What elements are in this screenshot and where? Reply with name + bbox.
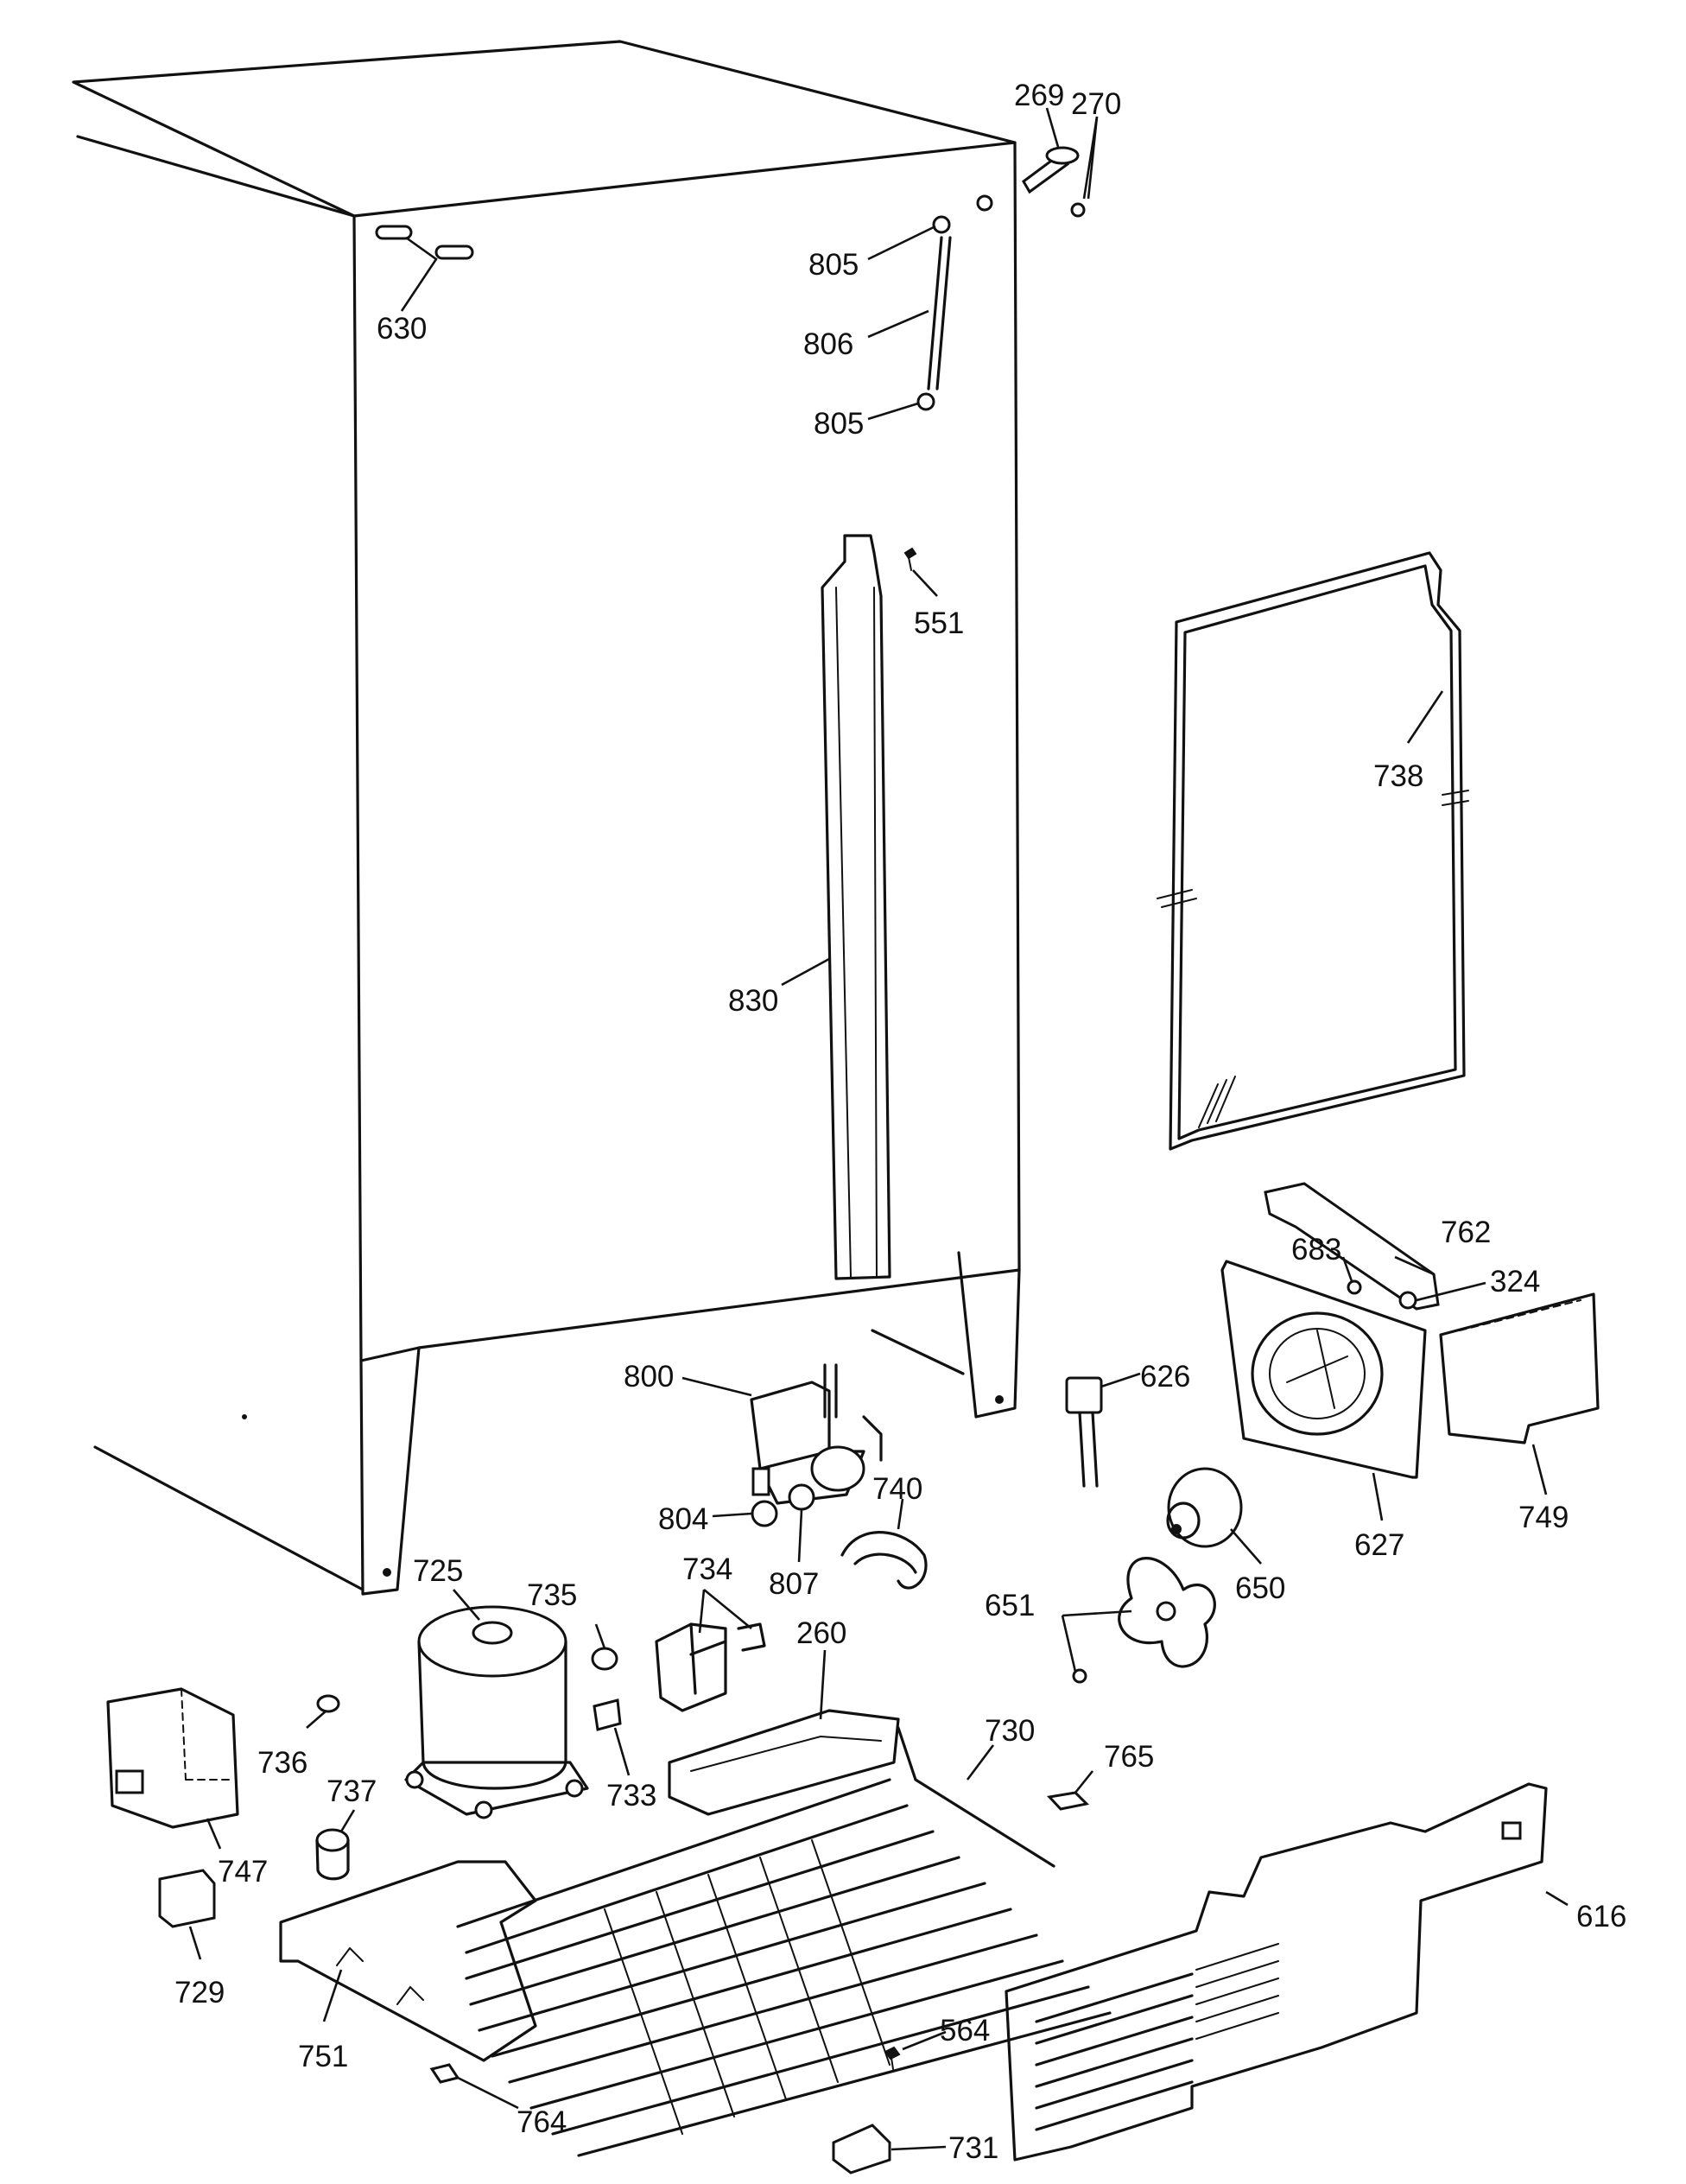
part-626-connector <box>1065 1376 1103 1488</box>
callout-labels: 269 270 630 805 806 805 551 738 830 762 … <box>174 79 1626 2165</box>
callout-805-bottom: 805 <box>814 407 864 441</box>
part-765-bracket <box>1047 1791 1090 1811</box>
callout-270: 270 <box>1071 87 1121 121</box>
callout-650: 650 <box>1235 1571 1285 1605</box>
callout-738: 738 <box>1373 759 1423 793</box>
part-734-733-relay <box>593 1622 766 1731</box>
part-749-cover-plate <box>1439 1292 1600 1444</box>
callout-765: 765 <box>1104 1740 1154 1774</box>
part-740-clip <box>840 1531 928 1590</box>
callout-747: 747 <box>218 1855 268 1889</box>
callout-830: 830 <box>728 984 778 1018</box>
part-830-channel <box>821 534 917 1280</box>
callout-269: 269 <box>1014 79 1064 112</box>
callout-627: 627 <box>1354 1528 1404 1562</box>
part-762-strip <box>1264 1182 1440 1311</box>
part-683-324-screws <box>1347 1279 1417 1310</box>
callout-260: 260 <box>796 1616 846 1650</box>
callout-751: 751 <box>298 2040 348 2073</box>
part-269-270 <box>1022 146 1086 218</box>
callout-762: 762 <box>1441 1216 1491 1249</box>
callout-734: 734 <box>682 1552 732 1586</box>
callout-626: 626 <box>1140 1360 1190 1394</box>
callout-616: 616 <box>1576 1900 1626 1933</box>
part-651-fan-blade <box>1072 1557 1216 1684</box>
part-730-condenser <box>456 1726 1112 2157</box>
part-764-564-731 <box>429 2046 901 2174</box>
part-725-compressor <box>404 1605 589 1819</box>
callout-551: 551 <box>914 606 964 640</box>
callout-729: 729 <box>174 1976 225 2009</box>
callout-725: 725 <box>413 1554 463 1588</box>
callout-731: 731 <box>948 2131 998 2165</box>
callout-807: 807 <box>769 1567 819 1601</box>
callout-564: 564 <box>940 2014 990 2048</box>
callout-804: 804 <box>658 1502 708 1536</box>
callout-805-top: 805 <box>808 248 859 282</box>
callout-730: 730 <box>985 1714 1035 1748</box>
part-650-fan-motor <box>1166 1467 1243 1548</box>
callout-806: 806 <box>803 327 853 361</box>
callout-764: 764 <box>517 2105 567 2139</box>
part-800-water-valve <box>750 1363 883 1505</box>
part-729-box <box>158 1869 216 1928</box>
part-627-fan-shroud <box>1220 1260 1427 1479</box>
callout-736: 736 <box>257 1746 307 1780</box>
callout-324: 324 <box>1490 1265 1540 1298</box>
callout-800: 800 <box>624 1360 674 1394</box>
part-805-806-tube <box>916 215 952 411</box>
callout-740: 740 <box>872 1472 922 1506</box>
part-751-base-pan <box>279 1860 537 2062</box>
part-804-807-fittings <box>751 1483 815 1527</box>
part-735-736-737-small <box>315 1647 618 1881</box>
part-260-drain-pan <box>668 1709 900 1816</box>
callout-737: 737 <box>326 1774 377 1808</box>
callout-749: 749 <box>1518 1501 1569 1534</box>
callout-735: 735 <box>527 1578 577 1612</box>
callout-683: 683 <box>1291 1233 1341 1267</box>
part-747-bracket <box>106 1687 239 1829</box>
part-738-heater-loop <box>1157 551 1469 1151</box>
cabinet <box>72 40 1021 1596</box>
callout-630: 630 <box>377 312 427 346</box>
callout-651: 651 <box>985 1589 1035 1622</box>
callout-733: 733 <box>606 1779 656 1813</box>
leader-lines <box>188 107 1569 2151</box>
part-616-rear-grille <box>1005 1782 1548 2162</box>
part-630-plugs <box>375 225 474 260</box>
